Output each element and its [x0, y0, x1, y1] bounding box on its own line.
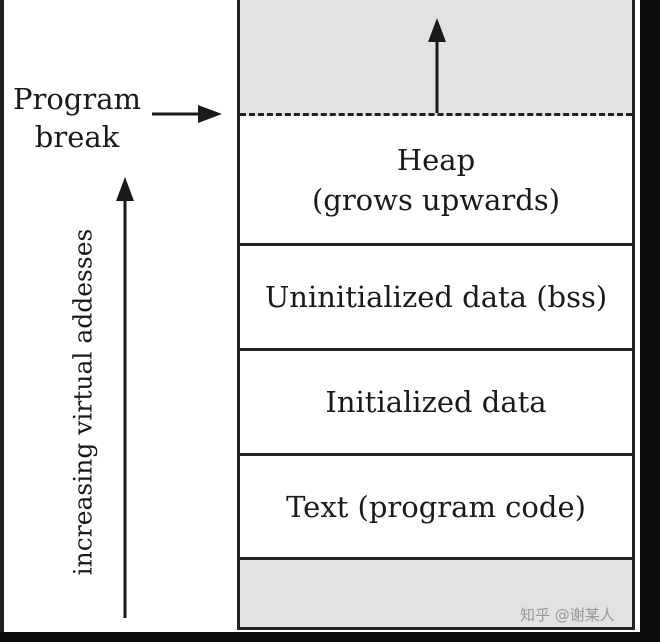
program-break-arrowhead — [198, 105, 222, 123]
program-break-line1: Program — [12, 82, 142, 116]
frame-right-edge — [640, 0, 660, 642]
segment-bss: Uninitialized data (bss) — [237, 246, 635, 351]
segment-initialized-data: Initialized data — [237, 351, 635, 456]
program-break-line2: break — [34, 120, 120, 154]
frame-bottom-edge — [0, 632, 660, 642]
heap-subtitle: (grows upwards) — [311, 182, 561, 217]
program-break-label: Program break — [12, 80, 142, 156]
watermark-text: 知乎 @谢某人 — [520, 606, 615, 624]
initialized-data-label: Initialized data — [325, 385, 547, 419]
address-axis-arrowhead — [116, 177, 134, 201]
frame-left-edge — [0, 0, 4, 642]
heap-title: Heap — [396, 142, 476, 177]
text-segment-label: Text (program code) — [286, 489, 586, 524]
segment-text: Text (program code) — [237, 456, 635, 560]
unallocated-region-bottom — [237, 560, 635, 630]
bss-label: Uninitialized data (bss) — [264, 280, 608, 314]
heap-growth-arrowhead — [428, 18, 446, 42]
program-break-dashed-line — [240, 113, 632, 116]
segment-heap: Heap (grows upwards) — [237, 116, 635, 246]
